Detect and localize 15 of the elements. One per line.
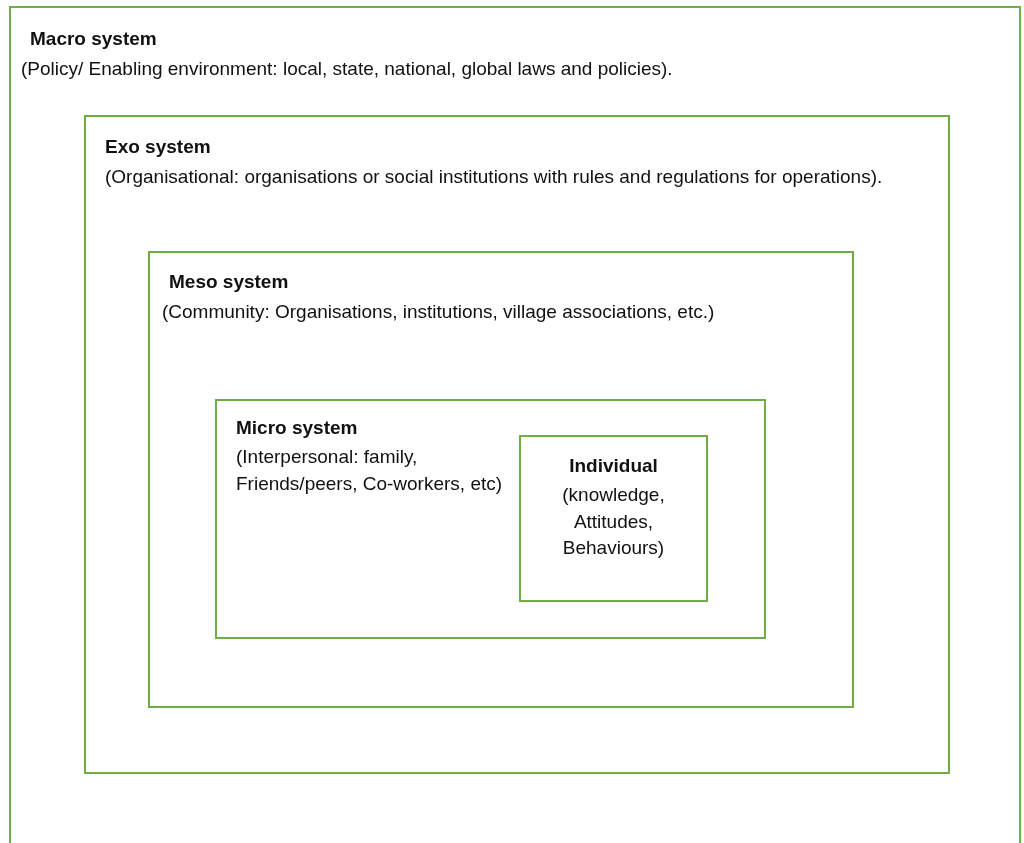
system-heading: Macro system — [30, 27, 157, 51]
system-description: (Policy/ Enabling environment: local, state, national, global laws and policies). — [21, 57, 674, 81]
system-description: (Community: Organisations, institutions, village associations, etc.) — [162, 300, 716, 324]
system-box — [9, 6, 1021, 843]
system-heading: Micro system — [236, 416, 358, 440]
system-description: (Interpersonal: family, Friends/peers, Co-workers, etc) — [236, 445, 504, 496]
system-box — [519, 435, 708, 602]
system-description: (Organisational: organisations or social institutions with rules and regulations for operations). — [105, 165, 884, 189]
system-description: (knowledge, Attitudes, Behaviours) — [561, 483, 666, 561]
system-box — [84, 115, 950, 774]
system-heading: Individual — [568, 454, 659, 478]
system-heading: Meso system — [169, 270, 289, 294]
system-box — [148, 251, 854, 708]
system-heading: Exo system — [105, 135, 211, 159]
system-box — [215, 399, 766, 639]
